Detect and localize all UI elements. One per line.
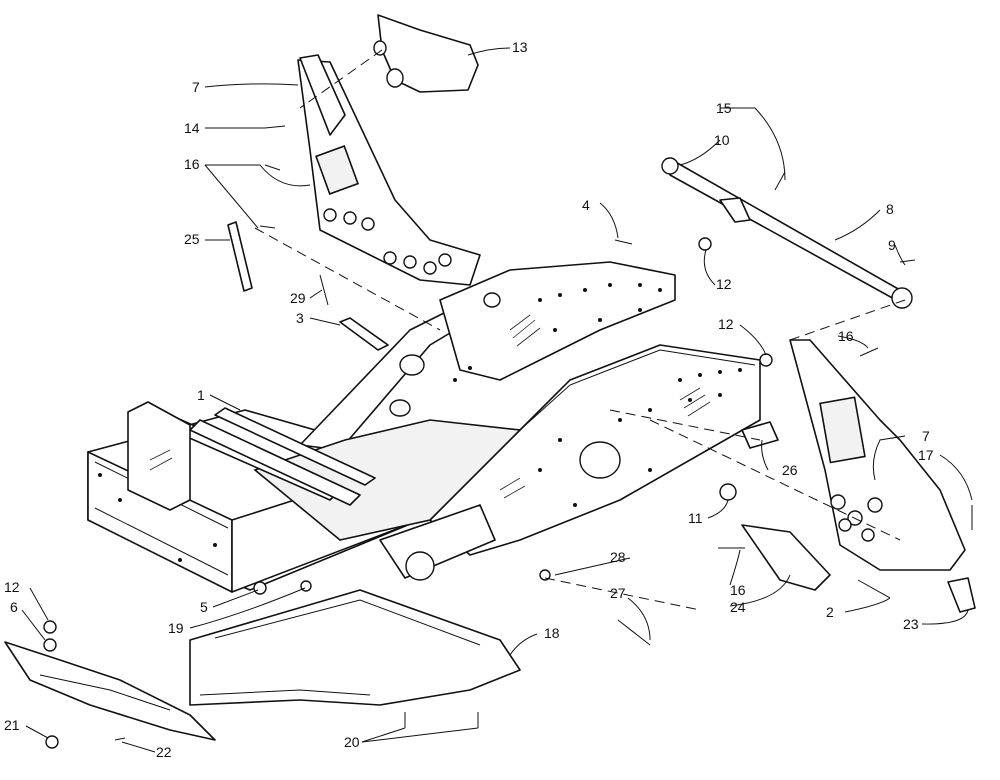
callout-22: 22 — [156, 744, 172, 760]
callout-16-upper: 16 — [184, 156, 200, 172]
callout-3: 3 — [296, 310, 304, 326]
callout-5: 5 — [200, 599, 208, 615]
mounting-bracket — [741, 524, 976, 613]
callout-26: 25 — [184, 231, 200, 247]
main-frame — [87, 261, 761, 593]
callout-8: 8 — [886, 201, 894, 217]
callout-24: 23 — [903, 616, 919, 632]
callout-14: 14 — [184, 120, 200, 136]
callout-12-left: 12 — [4, 579, 20, 595]
callout-17: 17 — [918, 447, 934, 463]
callout-2: 2 — [826, 604, 834, 620]
callout-7-upper: 7 — [192, 79, 200, 95]
steering-bracket — [373, 14, 479, 93]
callout-16-right: 16 — [838, 328, 854, 344]
callout-25: 26 — [782, 462, 798, 478]
front-skid-plate — [4, 641, 216, 741]
callout-4: 4 — [582, 197, 590, 213]
assembly-lines — [254, 49, 906, 611]
callout-1: 1 — [197, 387, 205, 403]
callout-29: 29 — [290, 290, 306, 306]
belly-pan — [189, 589, 521, 706]
callout-20: 20 — [344, 734, 360, 750]
callout-19: 19 — [168, 620, 184, 636]
callout-21: 21 — [4, 717, 20, 733]
callout-16-lower: 16 — [730, 582, 746, 598]
callout-7-right: 7 — [922, 428, 930, 444]
callout-12-shaft: 12 — [716, 276, 732, 292]
leader-lines — [21, 47, 973, 753]
steering-support-upper — [297, 54, 481, 286]
callout-27: 27 — [610, 585, 626, 601]
callout-12-right: 12 — [718, 316, 734, 332]
rear-shaft — [661, 157, 913, 309]
callout-11: 11 — [688, 510, 703, 526]
callout-13: 13 — [512, 39, 528, 55]
small-parts — [43, 125, 973, 749]
callout-28: 28 — [610, 549, 626, 565]
callout-18: 18 — [544, 625, 560, 641]
callout-9: 9 — [888, 237, 896, 253]
callout-10: 10 — [714, 132, 730, 148]
callout-6: 6 — [10, 599, 18, 615]
callout-23: 24 — [730, 599, 746, 615]
callout-15: 15 — [716, 100, 732, 116]
callout-labels: 13 7 14 16 25 29 3 1 4 15 10 8 9 12 12 1… — [4, 39, 934, 760]
steering-support-right — [789, 339, 966, 571]
